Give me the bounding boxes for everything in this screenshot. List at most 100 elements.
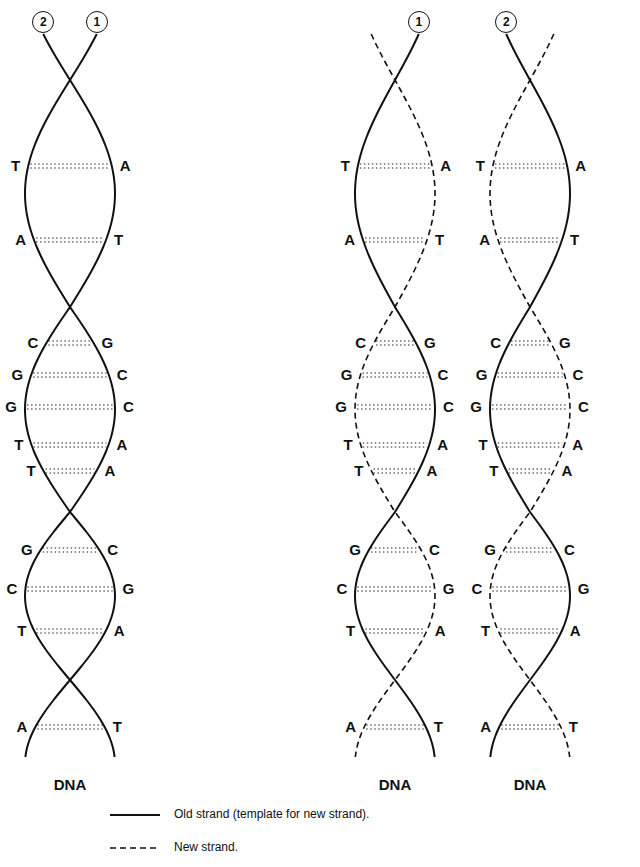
base-pair-bond [357,587,432,588]
base-letter: A [15,232,26,249]
base-letter: A [570,623,581,640]
base-pair-bond [36,633,103,634]
base-pair-bond [357,405,433,406]
base-letter: T [113,719,122,736]
base-letter: A [572,437,583,454]
base-letter: A [435,623,446,640]
base-letter: C [443,399,454,416]
base-letter: T [479,437,488,454]
base-letter: G [424,335,436,352]
base-pair-bond [48,345,91,346]
base-letter: T [569,719,578,736]
base-pair-bond [511,341,549,342]
old-strand [490,34,570,757]
base-letter: T [481,623,490,640]
base-pair-bond [498,447,562,448]
base-letter: G [349,542,361,559]
base-pair-bond [498,443,562,444]
base-pair-bond [365,633,424,634]
strand-number: 2 [40,16,47,28]
base-pair-bond [497,373,562,374]
base-letter: A [344,232,355,249]
base-pair-bond [27,409,113,410]
legend-sample [110,814,160,816]
base-letter: A [114,623,125,640]
base-pair-bond [506,548,554,549]
base-letter: C [438,367,449,384]
base-pair-bond [33,373,107,374]
base-letter: C [573,367,584,384]
legend-text: Old strand (template for new strand). [174,808,369,821]
base-pair-bond [495,164,565,165]
base-pair-bond [48,341,91,342]
base-pair-bond [500,242,560,243]
base-letter: T [344,437,353,454]
base-pair-bond [357,591,432,592]
base-letter: T [476,158,485,175]
base-pair-bond [373,473,416,474]
old-strand [25,34,115,757]
base-letter: G [102,335,114,352]
base-pair-bond [373,469,416,470]
base-letter: C [28,335,39,352]
base-pair-bond [492,405,568,406]
base-pair-bond [492,587,567,588]
base-pair-bond [365,629,424,630]
base-letter: T [26,463,35,480]
base-letter: A [427,463,438,480]
base-letter: T [435,232,444,249]
base-letter: A [117,437,128,454]
base-pair-bond [33,447,106,448]
base-letter: T [341,158,350,175]
base-pair-bond [366,725,424,726]
base-pair-bond [37,725,102,726]
molecule-label: DNA [379,777,412,794]
base-pair-bond [362,377,427,378]
base-letter: T [489,463,498,480]
base-letter: G [5,399,17,416]
base-pair-bond [46,473,95,474]
base-pair-bond [500,238,560,239]
base-pair-bond [508,473,551,474]
base-pair-bond [363,443,427,444]
strand-number: 2 [503,16,510,28]
base-pair-bond [495,168,565,169]
base-pair-bond [27,587,112,588]
base-pair-bond [43,548,98,549]
base-letter: T [346,623,355,640]
base-pair-bond [497,377,562,378]
base-letter: G [578,581,590,598]
base-letter: G [335,399,347,416]
base-pair-bond [360,168,430,169]
base-letter: C [7,581,18,598]
base-letter: C [490,335,501,352]
base-letter: G [484,542,496,559]
molecule-label: DNA [54,777,87,794]
base-letter: T [11,158,20,175]
base-pair-bond [360,164,430,165]
base-letter: G [470,399,482,416]
base-letter: A [479,232,490,249]
base-letter: A [480,719,491,736]
strand-number-circle: 1 [408,11,430,33]
base-letter: C [117,367,128,384]
old-strand [355,34,435,757]
legend-sample [110,847,160,849]
base-pair-bond [36,242,104,243]
strand-number-circle: 2 [32,11,54,33]
base-pair-bond [501,729,559,730]
new-strand [355,34,435,757]
base-letter: A [575,158,586,175]
base-pair-bond [500,633,559,634]
strand-number: 1 [415,16,422,28]
base-letter: A [562,463,573,480]
base-letter: A [440,158,451,175]
base-letter: A [120,158,131,175]
base-letter: G [11,367,23,384]
base-pair-bond [371,548,419,549]
base-letter: A [17,719,28,736]
strand-number-circle: 1 [86,11,108,33]
molecule-label: DNA [514,777,547,794]
base-pair-bond [371,552,419,553]
